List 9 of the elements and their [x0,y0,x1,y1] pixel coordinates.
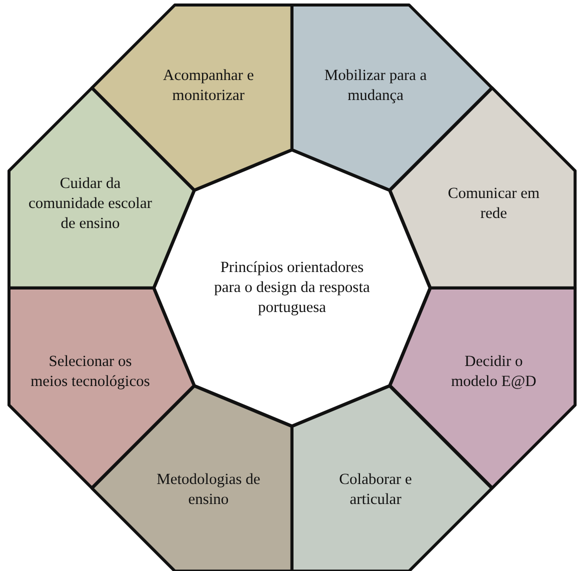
segment-label: Cuidar da comunidade escolar de ensino [27,174,153,234]
center-label: Princípios orientadores para o design da resposta portuguesa [213,258,371,318]
segment-label: Decidir o modelo E@D [450,352,538,392]
segment-label: Comunicar em rede [446,184,541,224]
segment-label: Colaborar e articular [338,470,413,510]
segment-label: Acompanhar e monitorizar [162,66,255,106]
segment-label: Metodologias de ensino [156,470,262,510]
segment-label: Selecionar os meios tecnológicos [30,352,150,392]
segment-label: Mobilizar para a mudança [323,66,428,106]
